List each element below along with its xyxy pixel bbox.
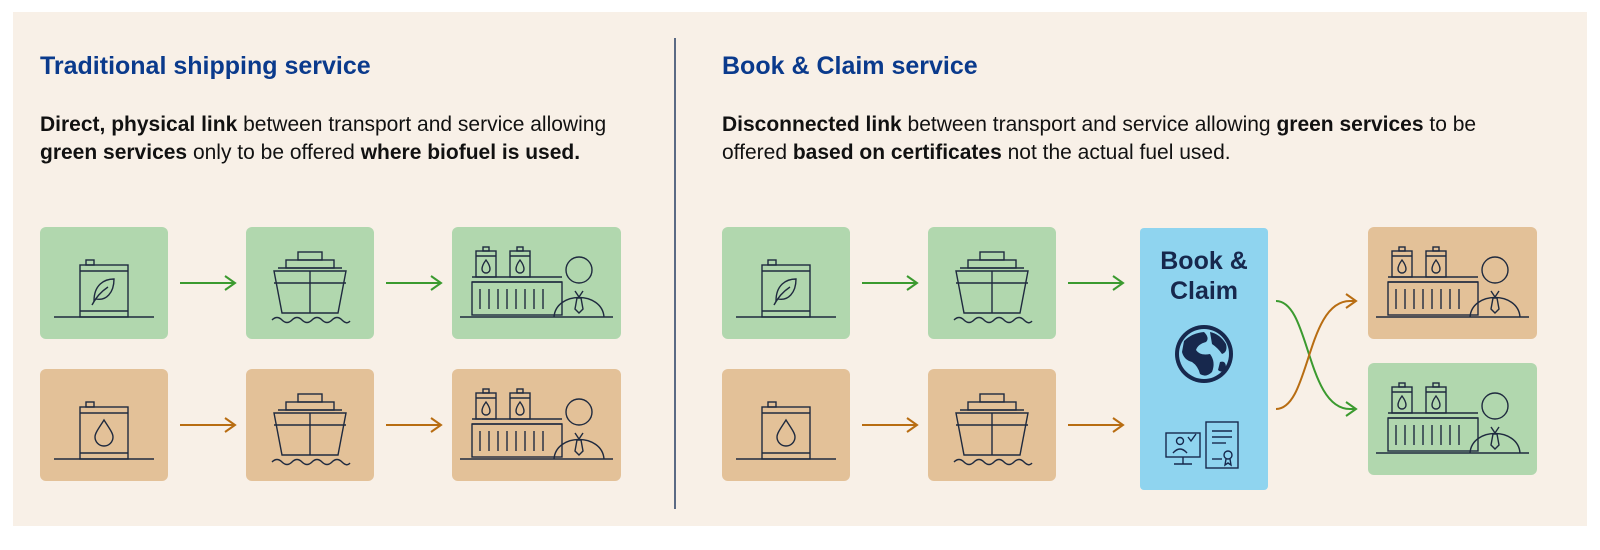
customer-box	[1368, 363, 1537, 475]
cargo-ship-icon	[271, 251, 351, 324]
green-crossing-arrow	[1275, 300, 1354, 410]
desc-text: only to be offered	[187, 141, 361, 164]
desc-bold-disconnected-link: Disconnected link	[722, 113, 902, 136]
barrels-and-customer-icon	[1375, 246, 1530, 318]
desc-bold-direct-link: Direct, physical link	[40, 113, 238, 136]
certificate-icon	[1205, 421, 1239, 469]
orange-arrowhead	[1345, 293, 1358, 309]
green-arrow	[179, 275, 236, 291]
barrels-and-customer-icon	[459, 246, 614, 318]
green-arrow	[861, 275, 918, 291]
traditional-description: Direct, physical link between transport …	[40, 111, 660, 167]
biofuel-box	[722, 227, 850, 339]
orange-arrow	[385, 417, 442, 433]
cargo-ship-icon	[271, 393, 351, 466]
orange-arrow	[179, 417, 236, 433]
cargo-ship-icon	[953, 393, 1033, 466]
orange-arrow	[861, 417, 918, 433]
desc-bold-green-services: green services	[1276, 113, 1424, 136]
biofuel-box	[40, 227, 168, 339]
orange-arrow	[1067, 417, 1124, 433]
fossil-fuel-box	[40, 369, 168, 481]
traditional-title: Traditional shipping service	[40, 52, 371, 80]
computer-approval-icon	[1165, 432, 1201, 465]
desc-bold-based-on-certificates: based on certificates	[792, 141, 1002, 164]
book-claim-title: Book & Claim service	[722, 52, 978, 80]
oil-drop-drum-icon	[722, 369, 850, 481]
crossing-arrows	[1275, 293, 1358, 417]
ship-box	[246, 369, 374, 481]
desc-text: between transport and service allowing	[237, 113, 607, 136]
ship-box	[928, 227, 1056, 339]
leaf-drum-icon	[722, 227, 850, 339]
fossil-fuel-box	[722, 369, 850, 481]
barrels-and-customer-icon	[459, 388, 614, 460]
cargo-ship-icon	[953, 251, 1033, 324]
desc-text: between transport and service allowing	[901, 113, 1277, 136]
green-arrow	[1067, 275, 1124, 291]
desc-bold-green-services: green services	[40, 141, 188, 164]
orange-crossing-arrow	[1275, 300, 1354, 410]
barrels-and-customer-icon	[1375, 382, 1530, 454]
globe-icon	[1175, 325, 1233, 383]
leaf-drum-icon	[40, 227, 168, 339]
green-arrow	[385, 275, 442, 291]
green-arrowhead	[1345, 401, 1358, 417]
desc-text: to be offered	[722, 113, 1477, 164]
customer-box	[1368, 227, 1537, 339]
customer-box	[452, 369, 621, 481]
ship-box	[928, 369, 1056, 481]
section-divider	[674, 38, 676, 509]
desc-bold-where-biofuel: where biofuel is used.	[360, 141, 581, 164]
customer-box	[452, 227, 621, 339]
book-and-claim-box: Book & Claim	[1140, 228, 1268, 490]
oil-drop-drum-icon	[40, 369, 168, 481]
book-claim-description: Disconnected link between transport and …	[722, 111, 1482, 167]
desc-text: not the actual fuel used.	[1001, 141, 1231, 164]
book-and-claim-label: Book & Claim	[1160, 247, 1248, 305]
ship-box	[246, 227, 374, 339]
